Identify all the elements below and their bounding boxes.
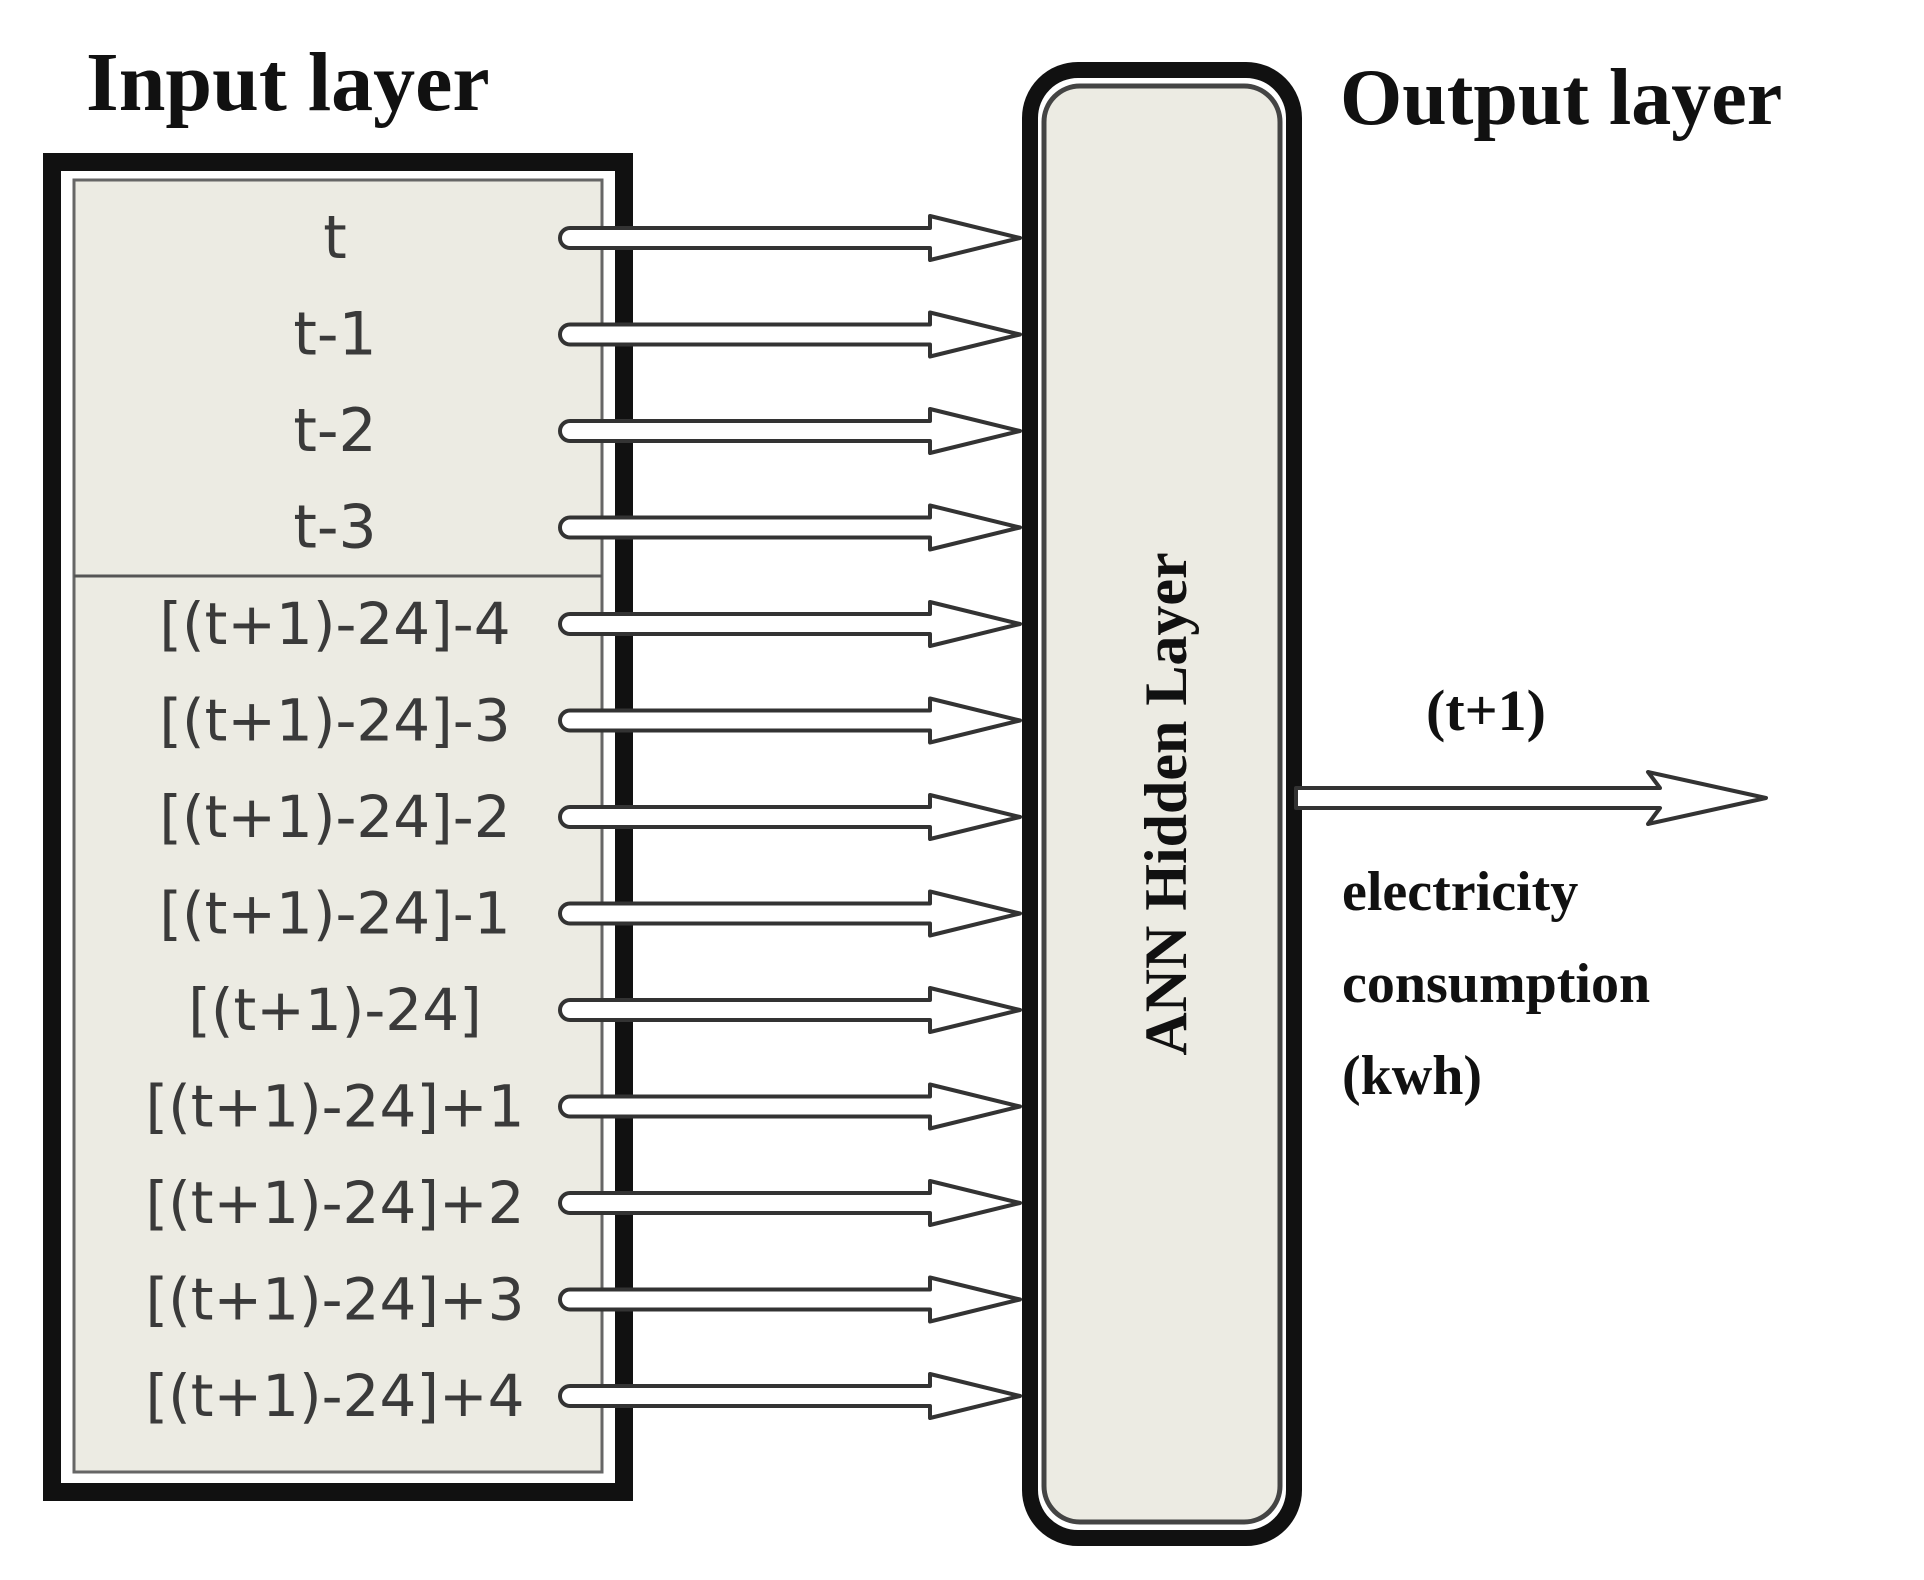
input-arrow xyxy=(558,310,1022,359)
input-arrow xyxy=(558,1082,1022,1131)
input-label: [(t+1)-24] xyxy=(188,976,481,1044)
input-arrow xyxy=(558,503,1022,552)
input-label: [(t+1)-24]-1 xyxy=(159,880,510,948)
input-label: [(t+1)-24]-2 xyxy=(159,783,510,851)
input-arrow xyxy=(558,1372,1022,1420)
input-label: [(t+1)-24]-4 xyxy=(159,590,510,658)
output-description-line: (kwh) xyxy=(1342,1045,1482,1107)
input-arrow xyxy=(558,407,1022,455)
input-arrows xyxy=(558,214,1022,1420)
input-arrow xyxy=(558,986,1022,1034)
hidden-layer-inner xyxy=(1041,83,1283,1525)
input-arrow xyxy=(558,1275,1022,1324)
input-layer-box xyxy=(43,153,633,1501)
input-layer-inner xyxy=(72,178,604,1474)
input-label: [(t+1)-24]+2 xyxy=(146,1169,525,1237)
output-layer-title: Output layer xyxy=(1340,54,1782,142)
input-label: [(t+1)-24]+1 xyxy=(146,1073,525,1141)
input-arrow xyxy=(558,600,1022,648)
input-arrow xyxy=(558,889,1022,938)
hidden-layer-box: ANN Hidden Layer xyxy=(1022,62,1302,1546)
input-label: t-3 xyxy=(293,493,376,563)
output-description-line: electricity xyxy=(1342,861,1578,923)
output-description-line: consumption xyxy=(1342,953,1650,1015)
input-arrow xyxy=(558,214,1022,262)
input-arrow xyxy=(558,1179,1022,1227)
output-description: electricity consumption (kwh) xyxy=(1342,861,1650,1107)
input-label: [(t+1)-24]+3 xyxy=(146,1266,525,1334)
input-labels: t t-1 t-2 t-3 [(t+1)-24]-4 [(t+1)-24]-3 [(t+1)… xyxy=(146,203,525,1430)
input-arrow xyxy=(558,793,1022,841)
input-label: t xyxy=(323,203,347,273)
output-label: (t+1) xyxy=(1426,678,1546,743)
input-layer-title: Input layer xyxy=(86,36,490,129)
input-label: [(t+1)-24]-3 xyxy=(159,687,510,755)
input-arrow xyxy=(558,696,1022,745)
output-arrow xyxy=(1294,770,1768,826)
input-label: t-1 xyxy=(293,300,376,370)
input-label: t-2 xyxy=(293,396,376,466)
input-label: [(t+1)-24]+4 xyxy=(146,1362,525,1430)
hidden-layer-label: ANN Hidden Layer xyxy=(1133,552,1199,1055)
